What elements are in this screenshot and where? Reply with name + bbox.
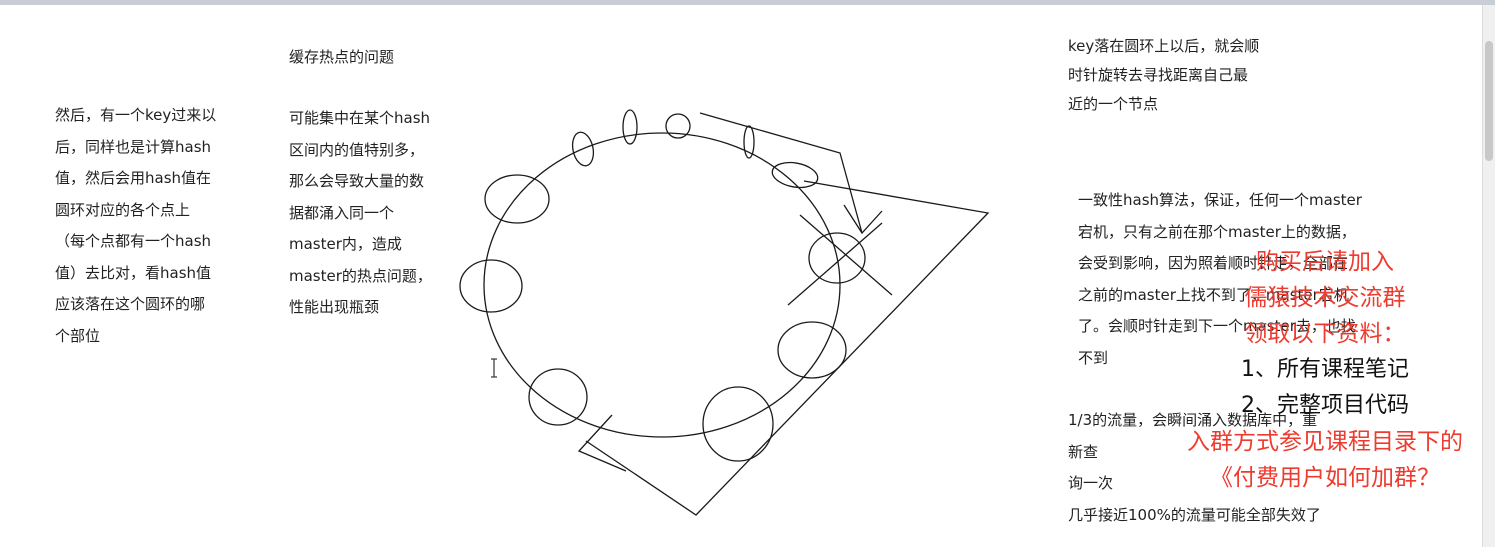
promo-line-2: 儒猿技术交流群 [1244,285,1406,311]
ring-node [528,368,588,426]
ring-node [459,259,523,313]
note-nearly-all-fail: 几乎接近100%的流量可能全部失效了 [1068,506,1321,524]
promo-overlay: 购买后请加入 儒猿技术交流群 领取以下资料： 1、所有课程笔记 2、完整项目代码… [1160,244,1490,496]
node-failed-cross [787,222,883,306]
sweep-arrowhead [577,414,627,472]
ring-node [702,386,774,462]
promo-line-4: 1、所有课程笔记 [1241,357,1409,382]
note-clockwise-lookup: key落在圆环上以后，就会顺 时针旋转去寻找距离自己最 近的一个节点 [1068,37,1260,113]
note-key-hash-compare: 然后，有一个key过来以 后，同样也是计算hash 值，然后会用hash值在 圆… [55,106,217,345]
ring-node [777,321,847,379]
note-cache-hotspot-title: 缓存热点的问题 [289,48,395,66]
ring-node [622,109,638,145]
window-top-edge [0,0,1495,5]
promo-line-5: 2、完整项目代码 [1241,393,1409,418]
ring-node [743,125,755,159]
promo-line-1: 购买后请加入 [1256,249,1394,275]
ring-node [808,232,866,284]
note-hotspot-explanation: 可能集中在某个hash 区间内的值特别多， 那么会导致大量的数 据都涌入同一个 … [289,109,432,316]
hash-ring-diagram [459,109,990,516]
promo-line-7: 《付费用户如何加群？ [1210,465,1440,491]
ring-node [484,174,550,224]
hash-ring [483,132,841,438]
note-consistent-hash: 一致性hash算法，保证，任何一个master 宕机，只有之前在那个master… [1078,191,1362,367]
clockwise-arrow [699,112,863,234]
vertical-scrollbar[interactable] [1482,5,1495,547]
note-third-traffic: 1/3的流量，会瞬间涌入数据库中，重新查 询一次 [1068,411,1318,492]
ring-node [771,161,819,189]
ring-node [571,131,595,167]
clockwise-arrow-head [843,204,883,235]
triangle-sweep [585,180,990,516]
promo-line-6: 入群方式参见课程目录下的 [1187,429,1463,455]
node-failed-cross [799,214,893,296]
promo-line-3: 领取以下资料： [1244,321,1406,347]
ring-node [665,113,691,139]
scrollbar-thumb[interactable] [1485,41,1493,161]
text-cursor-icon [491,358,497,378]
